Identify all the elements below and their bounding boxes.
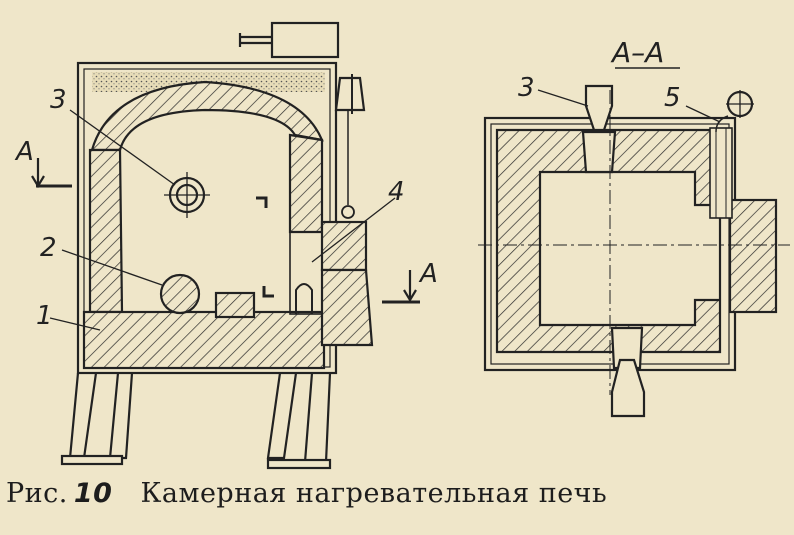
burner-box: [270, 21, 340, 59]
section-label-3: 3: [518, 73, 535, 103]
section-walls: [495, 128, 722, 354]
section-title: А–А: [610, 36, 664, 69]
furnace-door: [320, 220, 368, 272]
hearth: [82, 310, 326, 370]
caption-number: 10: [73, 478, 113, 509]
label-2: 2: [40, 233, 57, 263]
round-workpiece: [159, 273, 201, 315]
section-view: [478, 67, 790, 418]
caption-prefix: Рис.: [6, 478, 68, 509]
caption-title: Камерная нагревательная печь: [140, 478, 608, 509]
left-wall: [88, 148, 124, 314]
right-wall: [288, 133, 324, 234]
door-frame: [320, 268, 374, 347]
leg-right: [266, 372, 298, 460]
section-door: [728, 198, 778, 314]
front-view: [31, 21, 420, 470]
square-workpiece: [214, 291, 256, 319]
label-3: 3: [50, 85, 67, 115]
figure-caption: Рис.10 Камерная нагревательная печь: [6, 478, 607, 509]
section-letter-left: А: [14, 137, 34, 167]
bottom-burner: [610, 326, 644, 370]
furnace-drawing: 3 2 1 4 А А А–А 3 5: [14, 21, 790, 470]
pulley: [334, 76, 366, 112]
label-1: 1: [36, 301, 53, 331]
leg-left: [68, 372, 98, 460]
label-4: 4: [388, 177, 405, 207]
arched-roof: [90, 80, 324, 152]
section-letter-right: А: [418, 259, 438, 289]
section-label-5: 5: [664, 83, 681, 113]
outer-casing: [76, 61, 338, 375]
